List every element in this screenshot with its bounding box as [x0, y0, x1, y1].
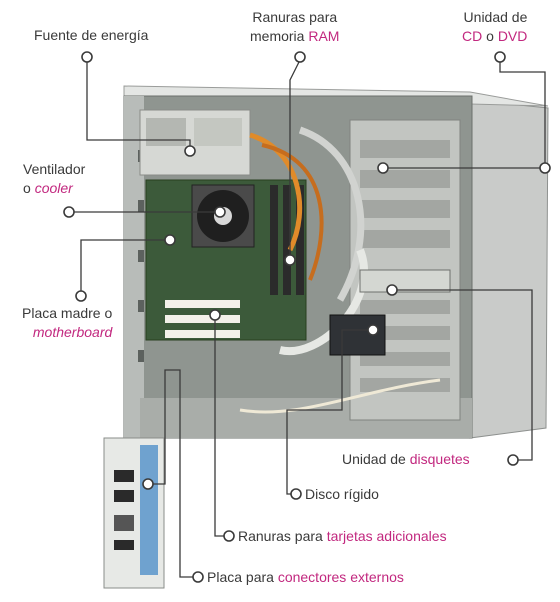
leader-lines [73, 59, 546, 578]
label-power-supply: Fuente de energía [34, 26, 148, 45]
label-expansion-slots: Ranuras para tarjetas adicionales [238, 527, 447, 546]
label-ram-line2: memoria RAM [250, 27, 339, 46]
label-slots-text: Ranuras para [238, 528, 323, 544]
leader-endpoints [63, 51, 551, 583]
label-cd-line2: CD o DVD [462, 27, 527, 46]
label-ram-line1: Ranuras para [252, 9, 338, 25]
label-mobo-line1: Placa madre o [22, 305, 113, 321]
label-power-supply-text: Fuente de energía [34, 27, 149, 43]
io-panel-plate [103, 437, 165, 589]
label-slots-accent: tarjetas adicionales [326, 528, 447, 544]
label-floppy-accent: disquetes [409, 451, 470, 467]
label-io-text: Placa para [207, 569, 274, 585]
label-ram: Ranuras para memoria RAM [250, 8, 339, 46]
label-cd-dvd: Unidad de CD o DVD [462, 8, 527, 46]
label-io-plate: Placa para conectores externos [207, 568, 404, 587]
label-io-accent: conectores externos [277, 569, 404, 585]
label-hard-disk: Disco rígido [305, 485, 379, 504]
label-cd-accent: CD [462, 28, 483, 44]
label-hdd-text: Disco rígido [305, 486, 379, 502]
label-ram-accent: RAM [308, 28, 340, 44]
label-motherboard: Placa madre o motherboard [22, 304, 112, 342]
label-cd-or: o [486, 28, 494, 44]
floppy-drive [359, 269, 451, 293]
power-supply-unit [139, 109, 251, 176]
label-floppy: Unidad de disquetes [342, 450, 470, 469]
label-cooler: Ventilador o cooler [23, 160, 85, 198]
label-ram-word: memoria [250, 28, 305, 44]
label-dvd-accent: DVD [497, 28, 528, 44]
label-cooler-accent: cooler [34, 180, 73, 196]
label-mobo-accent: motherboard [32, 324, 113, 340]
label-cooler-line1: Ventilador [23, 161, 86, 177]
label-floppy-text: Unidad de [342, 451, 406, 467]
label-cooler-or: o [23, 180, 31, 196]
label-cooler-line2: o cooler [23, 179, 85, 198]
label-cd-line1: Unidad de [463, 9, 528, 25]
hard-disk [329, 314, 386, 356]
